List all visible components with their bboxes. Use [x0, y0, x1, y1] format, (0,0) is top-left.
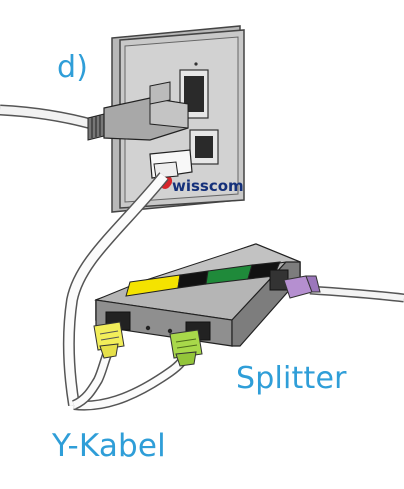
splitter-screw-1: [145, 325, 151, 331]
green-plug: [169, 329, 203, 367]
green-plug-boot: [175, 351, 197, 367]
wall-plug: [87, 81, 189, 141]
y-cable-branch-yellow: [72, 350, 112, 409]
brand-name: wisscom: [172, 177, 244, 195]
step-label: d): [57, 50, 89, 85]
plug-latch: [149, 81, 171, 105]
yellow-plug-body: [93, 321, 125, 351]
splitter-device: [94, 243, 301, 347]
socket-bottom-port-hole: [195, 136, 213, 158]
incoming-cable: [0, 106, 97, 129]
y-cable: [64, 173, 168, 406]
purple-plug-boot: [305, 275, 321, 293]
socket-bottom-port: [189, 129, 219, 165]
splitter-screw-2: [167, 328, 173, 334]
splitter-label: Splitter: [236, 361, 347, 396]
plug-top: [149, 97, 189, 129]
y-cable-label: Y-Kabel: [52, 428, 166, 464]
yellow-plug: [93, 321, 125, 359]
swisscom-logo: wisscom: [160, 175, 244, 195]
green-plug-body: [169, 329, 203, 359]
socket-top-port-hole: [184, 76, 204, 112]
socket-led: [194, 62, 198, 66]
purple-plug: [283, 275, 321, 299]
yellow-plug-boot: [99, 343, 119, 359]
